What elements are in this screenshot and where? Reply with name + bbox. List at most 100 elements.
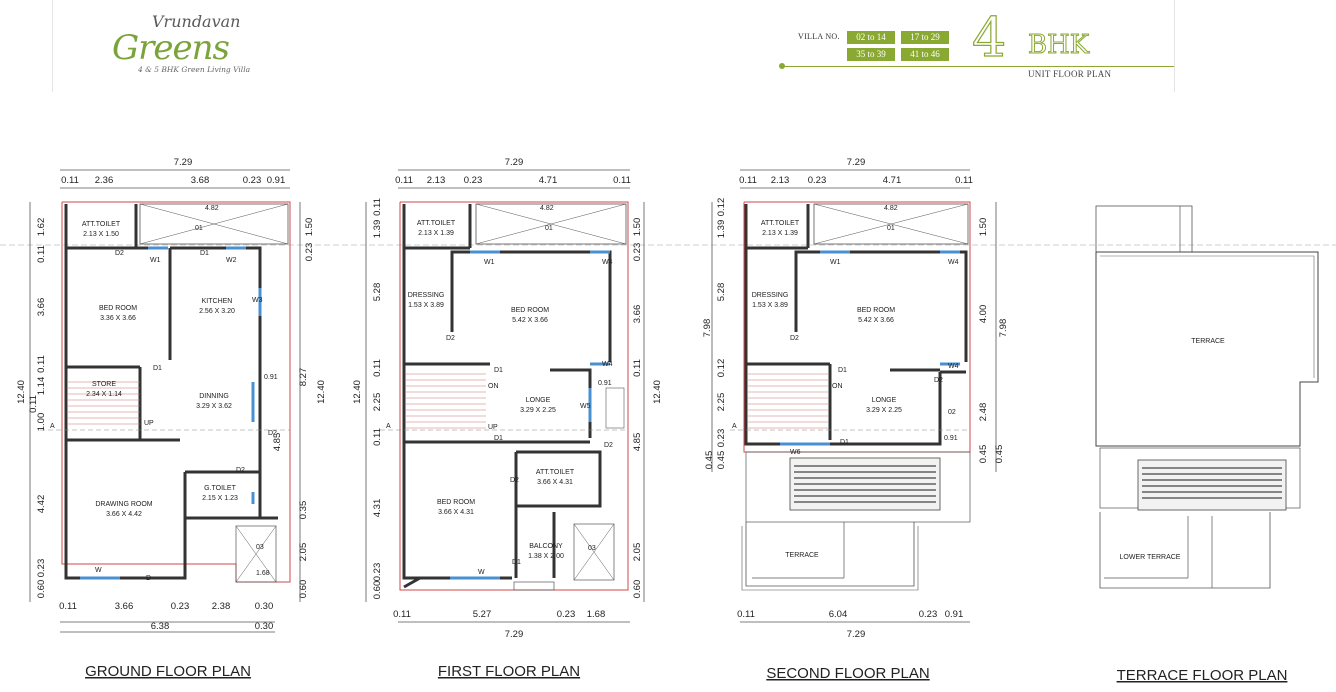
- right-dim: 4.00: [978, 305, 989, 324]
- plan-title: FIRST FLOOR PLAN: [438, 663, 580, 680]
- plan-mark: 01: [887, 225, 895, 232]
- room-name: TERRACE: [785, 552, 819, 559]
- plan-mark: D2: [446, 335, 455, 342]
- plan-mark: D1: [840, 439, 849, 446]
- brand-top-text: Vrundavan: [152, 12, 241, 31]
- room-name: BED ROOM: [511, 307, 549, 314]
- plan-mark: W1: [830, 259, 841, 266]
- right-dim: 0.45: [994, 445, 1005, 464]
- left-dim: 4.31: [372, 499, 383, 518]
- plan-mark: 02: [948, 409, 956, 416]
- top-dim: 0.91: [267, 175, 286, 186]
- bottom-dim: 5.27: [473, 609, 492, 620]
- bottom-total-dim: 7.29: [505, 629, 524, 640]
- left-dim: 4.42: [36, 495, 47, 514]
- left-dim: 1.14: [36, 377, 47, 396]
- room-name: BED ROOM: [857, 307, 895, 314]
- plan-mark: D2: [604, 442, 613, 449]
- page-header: Vrundavan Greens 4 & 5 BHK Green Living …: [0, 0, 1336, 92]
- right-dim: 0.35: [298, 501, 309, 520]
- bottom-total-dim: 7.29: [847, 629, 866, 640]
- header-divider-left: [52, 0, 53, 92]
- left-dim: 0.12: [716, 359, 727, 378]
- plan-mark: W6: [790, 449, 801, 456]
- left-total-dim: 12.40: [16, 380, 27, 404]
- room-name: LOWER TERRACE: [1120, 554, 1181, 561]
- left-total-dim: 12.40: [352, 380, 363, 404]
- room-name: LONGE: [872, 397, 897, 404]
- left-dim: 0.11: [372, 359, 383, 377]
- plan-mark: D2: [236, 467, 245, 474]
- room-name: BED ROOM: [99, 305, 137, 312]
- right-dim: 1.50: [304, 218, 315, 237]
- room-size: 1.53 X 3.89: [752, 302, 788, 309]
- unit-bhk-text: BHK: [1027, 30, 1090, 61]
- top-dim: 0.11: [955, 175, 973, 186]
- right-dim: 0.23: [632, 243, 643, 262]
- plan-mark: D1: [494, 367, 503, 374]
- top-total-dim: 7.29: [847, 157, 866, 168]
- top-dim: 3.68: [191, 175, 210, 186]
- top-dim: 0.23: [808, 175, 827, 186]
- unit-bhk-number: 4: [971, 6, 1007, 69]
- bottom-dim: 0.23: [919, 609, 938, 620]
- bottom-dim: 1.68: [587, 609, 606, 620]
- room-size: 2.56 X 3.20: [199, 308, 235, 315]
- room-size: 3.29 X 2.25: [520, 407, 556, 414]
- plan-mark: UP: [488, 424, 498, 431]
- room-size: 3.29 X 2.25: [866, 407, 902, 414]
- right-dim: 2.48: [978, 403, 989, 422]
- room-name: DRESSING: [408, 292, 445, 299]
- plan-mark: D1: [512, 559, 521, 566]
- plan-mark: 03: [256, 544, 264, 551]
- room-size: 1.53 X 3.89: [408, 302, 444, 309]
- floor-plans-drawing: 7.29 0.11 2.36 3.68 0.23 0.91 0.11 3.66 …: [0, 157, 1336, 684]
- bottom-dim: 0.30: [255, 601, 274, 612]
- right-dim: 1.50: [632, 218, 643, 237]
- bottom-dim: 0.11: [59, 601, 77, 612]
- right-dim: 0.60: [298, 580, 309, 599]
- right-dim: 2.05: [298, 543, 309, 562]
- left-dim: 0.12: [716, 198, 727, 217]
- left-dim: 0.23: [716, 429, 727, 448]
- plan-mark: D: [146, 575, 151, 582]
- plan-mark: D1: [153, 365, 162, 372]
- top-dim: 0.23: [464, 175, 483, 186]
- plan-mark: ON: [488, 383, 499, 390]
- top-total-dim: 7.29: [174, 157, 193, 168]
- room-size: 2.15 X 1.23: [202, 495, 238, 502]
- right-dim: 2.05: [632, 543, 643, 562]
- plan-mark: D1: [200, 250, 209, 257]
- plan-mark: 4.82: [540, 205, 554, 212]
- plan-mark: 01: [195, 225, 203, 232]
- brand-tagline: 4 & 5 BHK Green Living Villa: [138, 65, 251, 74]
- plan-mark: W2: [226, 257, 237, 264]
- room-name: LONGE: [526, 397, 551, 404]
- right-dim: 8.27: [298, 368, 309, 387]
- unit-floor-plan-label: UNIT FLOOR PLAN: [1028, 69, 1112, 79]
- left-dim: 5.28: [372, 283, 383, 302]
- right-total-dim: 12.40: [652, 380, 663, 404]
- room-name: ATT.TOILET: [536, 469, 575, 476]
- left-dim: 1.62: [36, 218, 47, 237]
- bottom-dim: 0.30: [255, 621, 274, 632]
- right-dim: 4.85: [632, 433, 643, 452]
- room-name: KITCHEN: [202, 298, 233, 305]
- plan-mark: 01: [545, 225, 553, 232]
- plan-mark: 0.91: [598, 380, 612, 387]
- plan-title: SECOND FLOOR PLAN: [766, 665, 929, 682]
- room-name: G.TOILET: [204, 485, 236, 492]
- left-dim: 0.11: [36, 355, 47, 373]
- room-size: 3.29 X 3.62: [196, 403, 232, 410]
- left-dim: 1.39: [372, 220, 383, 239]
- plan-mark: ON: [832, 383, 843, 390]
- bottom-dim: 0.11: [737, 609, 755, 620]
- plan-mark: W5: [580, 403, 591, 410]
- villa-number-label: VILLA NO.: [798, 32, 840, 41]
- plan-mark: A: [386, 423, 391, 430]
- header-rule: [782, 66, 1174, 67]
- bottom-dim: 6.04: [829, 609, 848, 620]
- top-dim: 0.11: [613, 175, 631, 186]
- second-floor-plan: 7.29 0.11 2.13 0.23 4.71 0.11 0.11 6.04 …: [702, 157, 1009, 682]
- left-dim: 3.66: [36, 298, 47, 317]
